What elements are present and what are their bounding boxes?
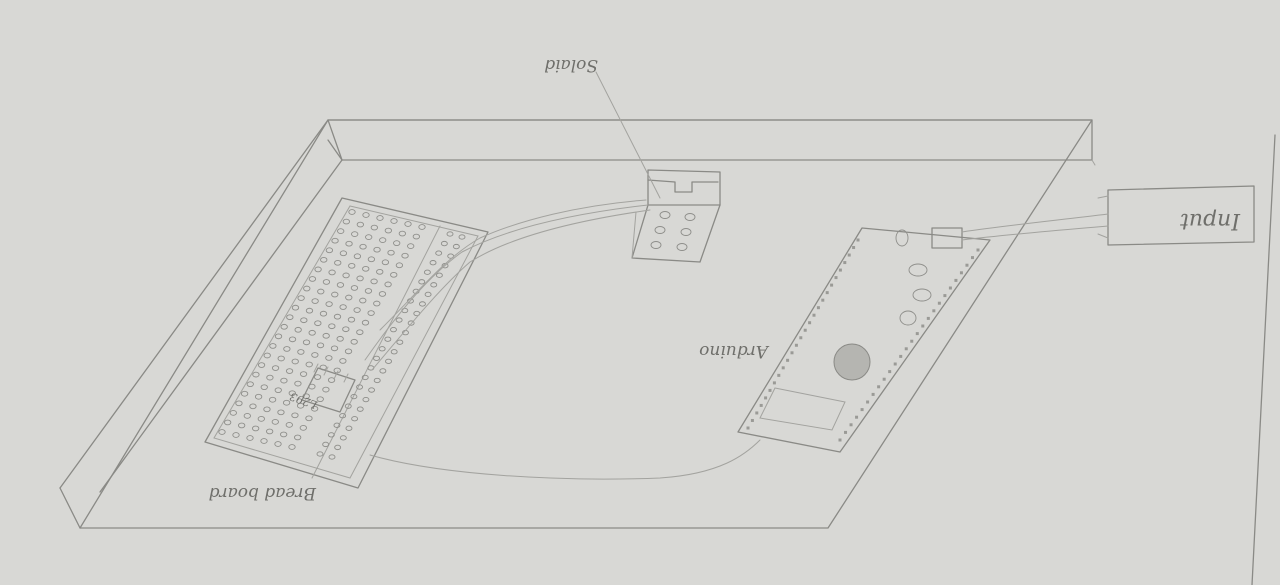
arduino-pin bbox=[821, 299, 824, 302]
arduino-pin bbox=[804, 329, 807, 332]
arduino-pin bbox=[872, 393, 875, 396]
arduino-pin bbox=[747, 427, 750, 430]
arduino-pin bbox=[755, 411, 758, 414]
arduino-pin bbox=[938, 302, 941, 305]
arduino-pin bbox=[899, 355, 902, 358]
arduino-pin bbox=[855, 416, 858, 419]
arduino-pin bbox=[848, 254, 851, 257]
arduino-pin bbox=[927, 317, 930, 320]
arduino-label: Arduino bbox=[699, 341, 770, 361]
arduino-pin bbox=[813, 314, 816, 317]
arduino-pin bbox=[817, 306, 820, 309]
arduino-pin bbox=[866, 401, 869, 404]
arduino-pin bbox=[954, 279, 957, 282]
arduino-pin bbox=[844, 431, 847, 434]
arduino-pin bbox=[888, 370, 891, 373]
arduino-pin bbox=[839, 439, 842, 442]
arduino-pin bbox=[764, 396, 767, 399]
arduino-pin bbox=[932, 309, 935, 312]
arduino-pin bbox=[861, 408, 864, 411]
arduino-pin bbox=[960, 271, 963, 274]
arduino-pin bbox=[977, 249, 980, 252]
arduino-pin bbox=[852, 246, 855, 249]
solenoid-label: Solaid bbox=[544, 55, 598, 75]
arduino-pin bbox=[799, 336, 802, 339]
arduino-pin bbox=[769, 389, 772, 392]
arduino-pin bbox=[943, 294, 946, 297]
arduino-pin bbox=[905, 347, 908, 350]
arduino-pin bbox=[857, 239, 860, 242]
arduino-pin bbox=[916, 332, 919, 335]
arduino-pin bbox=[791, 351, 794, 354]
input-label: Input bbox=[1180, 208, 1241, 233]
arduino-pin bbox=[777, 374, 780, 377]
arduino-pin bbox=[850, 423, 853, 426]
arduino-pin bbox=[971, 256, 974, 259]
arduino-pin bbox=[808, 321, 811, 324]
breadboard-label: Bread board bbox=[209, 483, 317, 503]
arduino-pin bbox=[760, 404, 763, 407]
arduino-pin bbox=[843, 261, 846, 264]
arduino-pin bbox=[751, 419, 754, 422]
arduino-pin bbox=[921, 325, 924, 328]
arduino-pin bbox=[894, 363, 897, 366]
arduino-pin bbox=[786, 359, 789, 362]
arduino-pin bbox=[839, 269, 842, 272]
arduino-pin bbox=[773, 381, 776, 384]
arduino-pin bbox=[949, 287, 952, 290]
arduino-pin bbox=[835, 276, 838, 279]
arduino-pin bbox=[782, 366, 785, 369]
arduino-pin bbox=[910, 340, 913, 343]
arduino-pin bbox=[830, 284, 833, 287]
arduino-pin bbox=[877, 385, 880, 388]
arduino-pin bbox=[883, 378, 886, 381]
arduino-pin bbox=[826, 291, 829, 294]
arduino-pin bbox=[795, 344, 798, 347]
arduino-pin bbox=[965, 264, 968, 267]
